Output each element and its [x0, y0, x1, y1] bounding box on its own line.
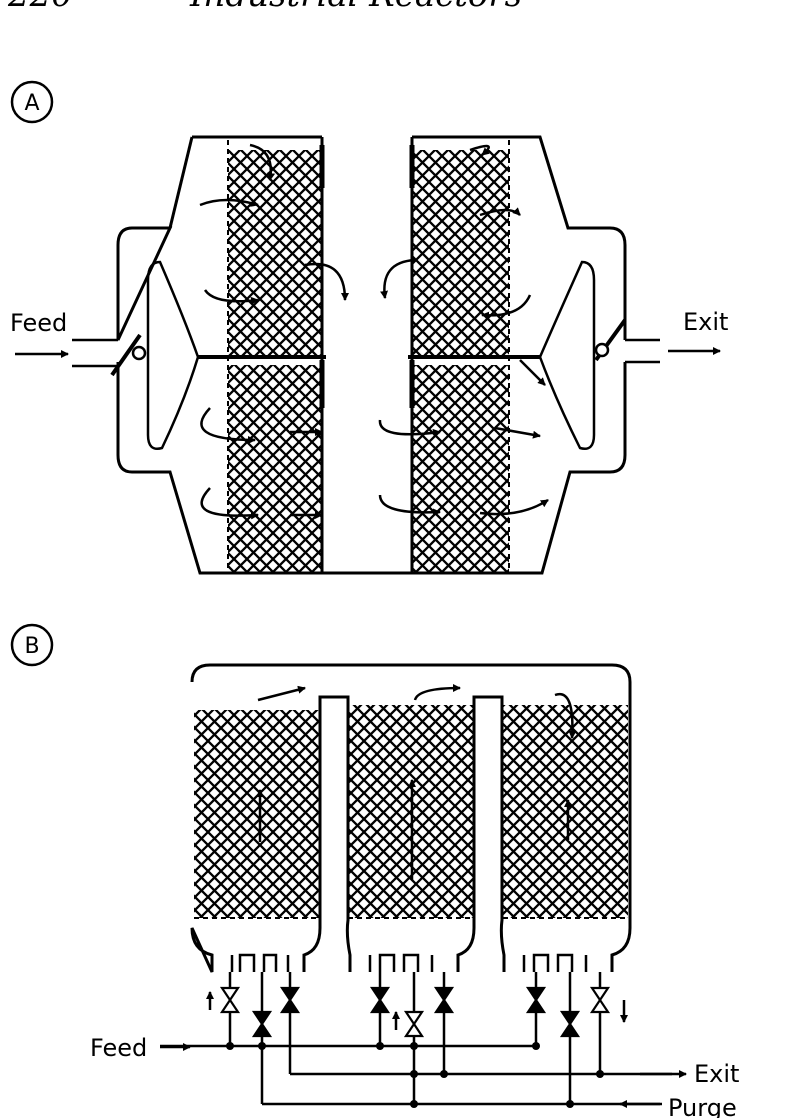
flow-arrows-a [199, 143, 549, 520]
purge-label-b: Purge [668, 1094, 737, 1118]
bed-a-top-right [413, 150, 509, 355]
valve-4 [369, 986, 391, 1014]
page-number: 220 [7, 0, 73, 15]
bed-a-bottom-left [228, 365, 322, 573]
valve-1 [219, 986, 241, 1014]
bed-b-left [194, 710, 320, 918]
valve-6 [433, 986, 455, 1014]
exit-label-b: Exit [694, 1060, 739, 1088]
panel-a-marker-circle [10, 80, 54, 124]
bed-b-right [503, 705, 628, 918]
bed-a-bottom-right [413, 365, 509, 573]
panel-a-marker: A [24, 91, 39, 116]
running-title: Industrial Reactors [189, 0, 522, 15]
valve-3 [279, 986, 301, 1014]
piping-b [160, 972, 672, 1106]
exit-valve-a [594, 342, 610, 358]
reactor-a-shell [116, 135, 627, 575]
feed-inlet-a [72, 333, 142, 377]
valve-8 [559, 1010, 581, 1038]
exit-label-a: Exit [683, 308, 728, 336]
valve-2 [251, 1010, 273, 1038]
valve-7 [525, 986, 547, 1014]
panel-b-marker-circle [10, 623, 54, 667]
valves-b [219, 986, 611, 1038]
reactor-b-shell [190, 663, 632, 973]
feed-label-a: Feed [10, 309, 67, 337]
valve-9 [589, 986, 611, 1014]
left-bypass-chamber [146, 260, 200, 450]
feed-valve-a [131, 345, 147, 361]
panel-b: B [10, 623, 739, 1118]
bed-a-top-left [228, 150, 322, 355]
right-bypass-chamber [538, 260, 596, 450]
panel-b-marker: B [24, 634, 39, 659]
valve-5 [403, 1010, 425, 1038]
feed-label-b: Feed [90, 1034, 147, 1062]
panel-a: A [10, 80, 728, 575]
